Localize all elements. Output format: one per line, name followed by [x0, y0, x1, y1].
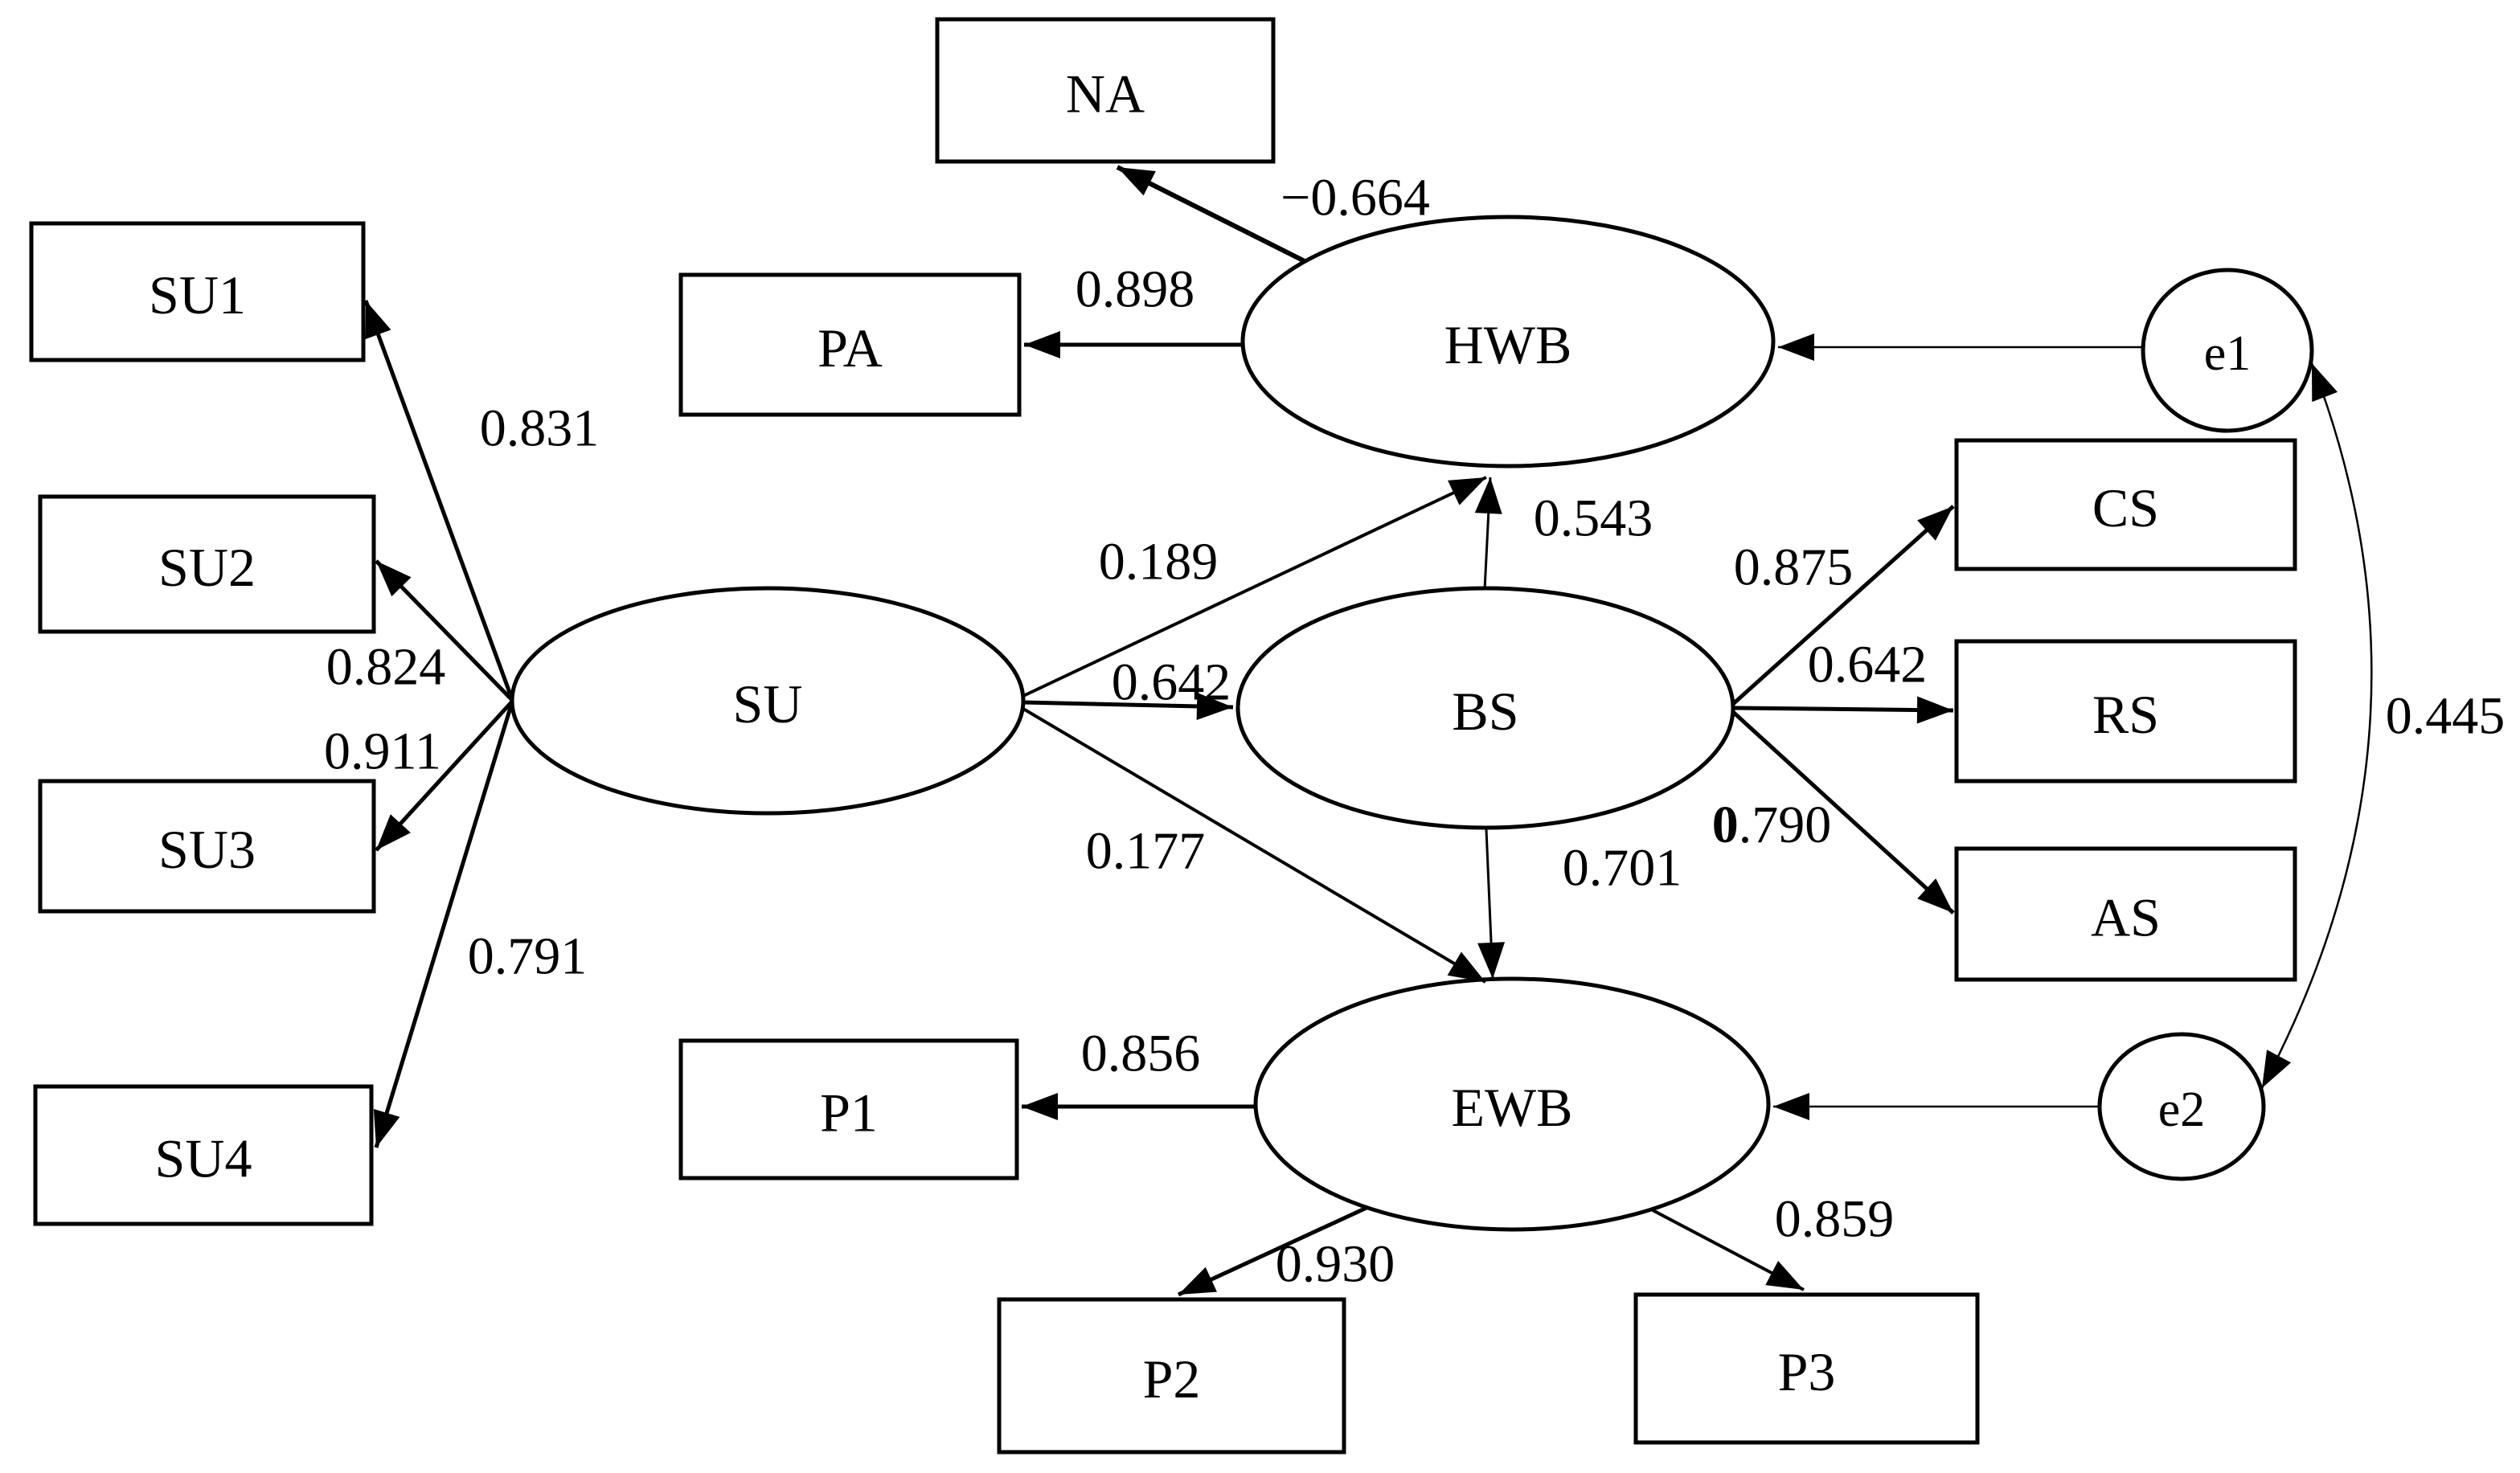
path-arrow-su-su3: [375, 700, 514, 852]
path-arrow-su-hwb: [1022, 476, 1487, 698]
path-coefficient-ewb-p1: 0.856: [1081, 1025, 1201, 1083]
error-label-e2: e2: [2158, 1082, 2206, 1137]
path-arrow-bs-cs: [1731, 505, 1955, 706]
path-coefficient-rest-part: .790: [1739, 796, 1832, 854]
observed-label-su4: SU4: [155, 1128, 252, 1189]
path-arrow-ewb-p3: [1652, 1209, 1805, 1291]
labels-layer: 0.831 0.824 0.911 0.791 −0.664 0.898 0.189 0.64…: [324, 169, 2505, 1294]
path-coefficient-e1-e2-cov: 0.445: [2386, 687, 2506, 746]
observed-label-na: NA: [1066, 63, 1145, 125]
observed-box-su4: [33, 1084, 374, 1226]
path-coefficient-su-su1: 0.831: [480, 399, 600, 458]
latent-label-hwb: HWB: [1444, 314, 1572, 375]
observed-label-su1: SU1: [149, 264, 246, 325]
path-arrow-su-ewb: [1022, 707, 1487, 984]
path-arrow-ewb-p2: [1177, 1205, 1368, 1297]
latent-ellipse-su: [510, 586, 1026, 816]
error-label-e1: e1: [2204, 326, 2252, 381]
path-arrow-su-bs: [1022, 692, 1234, 720]
observed-label-rs: RS: [2092, 684, 2159, 745]
path-coefficient-su-su4: 0.791: [468, 927, 588, 986]
latent-label-bs: BS: [1452, 681, 1518, 742]
observed-label-p2: P2: [1143, 1348, 1201, 1410]
observed-box-p1: [678, 1038, 1019, 1180]
observed-variable-p3: P3: [1633, 1292, 1980, 1445]
observed-box-na: [935, 17, 1276, 164]
path-arrow-su-su4: [373, 702, 514, 1148]
observed-variable-cs: CS: [1954, 438, 2297, 571]
observed-label-p3: P3: [1778, 1341, 1836, 1402]
latent-variable-su: SU: [510, 586, 1026, 816]
path-arrow-hwb-na: [1116, 165, 1306, 264]
observed-variable-su4: SU4: [33, 1084, 374, 1226]
path-arrow-e1-e2-cov: [2260, 362, 2373, 1089]
path-coefficient-bs-as: 0.790: [1712, 796, 1832, 854]
observed-label-cs: CS: [2092, 477, 2159, 538]
path-coefficient-bs-cs: 0.875: [1734, 538, 1854, 597]
observed-variable-rs: RS: [1954, 639, 2297, 784]
latent-variable-ewb: EWB: [1253, 976, 1771, 1232]
path-coefficient-hwb-pa: 0.898: [1076, 260, 1195, 319]
path-coefficient-ewb-p3: 0.859: [1775, 1190, 1895, 1249]
path-coefficient-su-ewb: 0.177: [1086, 822, 1206, 881]
latent-label-ewb: EWB: [1451, 1077, 1572, 1138]
path-coefficient-su-su2: 0.824: [326, 638, 446, 697]
observed-variable-su2: SU2: [38, 494, 376, 634]
observed-box-su1: [29, 221, 366, 362]
error-term-e1: e1: [2141, 268, 2314, 433]
observed-box-p2: [997, 1297, 1346, 1455]
observed-box-pa: [678, 272, 1022, 417]
path-coefficient-su-su3: 0.911: [324, 722, 441, 781]
path-coefficient-ewb-p2: 0.930: [1276, 1235, 1395, 1294]
path-coefficient-su-hwb: 0.189: [1099, 533, 1219, 591]
error-term-e2: e2: [2097, 1032, 2266, 1181]
latent-ellipse-ewb: [1253, 976, 1771, 1232]
observed-box-rs: [1954, 639, 2297, 784]
observed-variable-pa: PA: [678, 272, 1022, 417]
path-coefficient-bs-rs: 0.642: [1808, 636, 1928, 694]
observed-label-p1: P1: [820, 1082, 878, 1144]
latent-ellipse-hwb: [1240, 215, 1776, 468]
path-arrow-bs-hwb: [1474, 477, 1502, 591]
path-coefficient-bold-part: 0: [1712, 796, 1739, 854]
observed-variable-su1: SU1: [29, 221, 366, 362]
path-coefficient-su-bs: 0.642: [1112, 653, 1231, 712]
latent-variable-bs: BS: [1235, 586, 1735, 830]
observed-variable-p2: P2: [997, 1297, 1346, 1455]
observed-box-p3: [1633, 1292, 1980, 1445]
path-arrow-su-su1: [363, 300, 514, 700]
observed-variable-na: NA: [935, 17, 1276, 164]
path-coefficient-bs-hwb: 0.543: [1534, 489, 1653, 548]
observed-label-su3: SU3: [158, 819, 256, 880]
path-coefficient-bs-ewb: 0.701: [1563, 839, 1682, 898]
path-arrow-bs-as: [1731, 710, 1955, 914]
observed-label-su2: SU2: [158, 537, 256, 598]
observed-variable-su3: SU3: [38, 779, 376, 914]
observed-variable-as: AS: [1954, 846, 2297, 982]
path-arrow-bs-ewb: [1477, 829, 1506, 980]
edges-layer: [363, 165, 2373, 1297]
latent-label-su: SU: [733, 673, 803, 734]
observed-label-pa: PA: [817, 317, 883, 378]
latent-variable-hwb: HWB: [1240, 215, 1776, 468]
observed-box-as: [1954, 846, 2297, 982]
observed-label-as: AS: [2091, 887, 2161, 948]
observed-box-su2: [38, 494, 376, 634]
path-arrow-bs-rs: [1732, 696, 1954, 724]
observed-variable-p1: P1: [678, 1038, 1019, 1180]
path-arrow-su-su2: [375, 559, 514, 702]
observed-box-su3: [38, 779, 376, 914]
path-coefficient-hwb-na: −0.664: [1280, 169, 1430, 227]
